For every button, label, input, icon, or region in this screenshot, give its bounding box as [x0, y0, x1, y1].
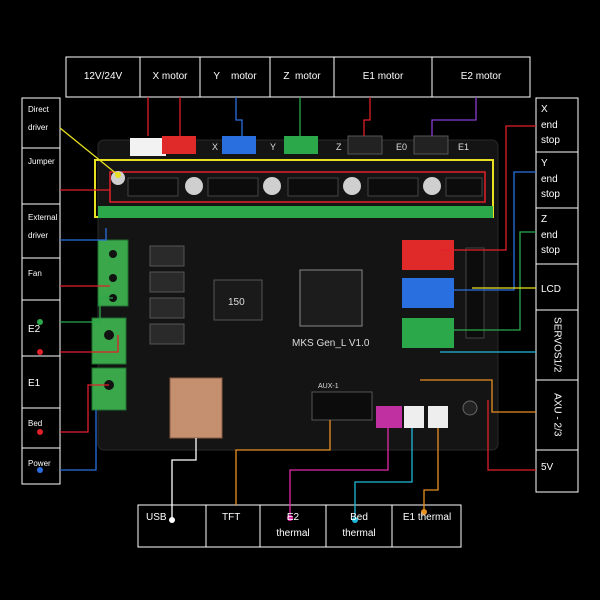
label-fan: Fan	[28, 269, 42, 278]
power-connector	[130, 138, 166, 156]
inductor	[213, 279, 263, 321]
aux1-label: AUX-1	[318, 383, 339, 390]
left-terminals	[91, 239, 129, 411]
label-x-end-stop-line3: stop	[541, 135, 560, 146]
silk-x: X	[212, 142, 218, 152]
label-z-motor: Z motor	[283, 71, 321, 83]
label-x-end-stop-line2: end	[541, 119, 558, 131]
label-z-end-stop-line2: end	[541, 229, 558, 241]
e1-thermal-connector	[428, 406, 448, 428]
jumper-frame	[109, 171, 486, 203]
label-external-driver-line1: External	[28, 213, 58, 222]
label-e2-thermal-line2: thermal	[276, 527, 310, 539]
driver-headers	[127, 177, 483, 197]
board-name: MKS Gen_L V1.0	[292, 338, 370, 349]
label-y-end-stop-line3: stop	[541, 189, 560, 200]
label-direct-driver: Direct driver	[22, 104, 60, 135]
wire-endpoints	[37, 172, 427, 523]
label-e2: E2	[28, 324, 41, 335]
x-motor-connector	[162, 136, 196, 154]
label-e2-thermal: E2 thermal	[262, 510, 324, 541]
label-e2-thermal-line1: E2	[286, 512, 300, 523]
label-bed: Bed	[28, 419, 43, 428]
label-tft: TFT	[222, 512, 241, 523]
label-usb: USB	[146, 512, 167, 523]
silk-e0: E0	[396, 142, 407, 152]
label-z-end-stop-line1: Z	[541, 214, 548, 225]
label-bed-thermal-line1: Bed	[350, 512, 368, 523]
silk-e1: E1	[458, 142, 469, 152]
label-power: Power	[28, 459, 51, 468]
silk-z: Z	[336, 142, 342, 152]
label-external-driver-line2: driver	[28, 231, 49, 241]
label-bed-thermal: Bed thermal	[328, 510, 390, 541]
label-y-end-stop: Y end stop	[536, 156, 578, 203]
lcd-header	[465, 247, 485, 339]
mount-hole	[462, 400, 478, 416]
label-direct-driver-line2: driver	[28, 123, 49, 133]
label-axu: AXU - 2/3	[536, 380, 578, 450]
label-x-motor: X motor	[152, 71, 188, 83]
label-5v: 5V	[541, 462, 554, 473]
capacitors	[111, 171, 441, 195]
label-x-end-stop: X end stop	[536, 102, 578, 149]
wires	[59, 97, 536, 520]
label-servos-text: SERVOS1/2	[551, 317, 563, 373]
aux1-header	[311, 391, 373, 421]
label-direct-driver-line1: Direct	[28, 105, 49, 114]
mosfets	[149, 245, 185, 345]
label-e1: E1	[28, 378, 41, 389]
e2-motor-connector	[413, 135, 449, 155]
bed-thermal-connector	[404, 406, 424, 428]
label-jumper: Jumper	[28, 157, 55, 166]
label-external-driver: External driver	[22, 212, 60, 243]
label-12v-24v: 12V/24V	[83, 71, 123, 83]
e1-motor-connector	[347, 135, 383, 155]
label-lcd: LCD	[541, 284, 562, 295]
label-x-end-stop-line1: X	[541, 104, 548, 115]
label-y-end-stop-line2: end	[541, 173, 558, 185]
label-e2-motor: E2 motor	[460, 71, 502, 83]
label-e1-motor: E1 motor	[362, 71, 404, 83]
label-y-end-stop-line1: Y	[541, 158, 548, 169]
driver-socket-strip	[98, 206, 493, 218]
endstop-connectors	[402, 240, 454, 348]
usb-port	[169, 377, 223, 439]
silk-y: Y	[270, 142, 276, 152]
label-grid	[21, 56, 579, 548]
e2-thermal-connector	[376, 406, 402, 428]
label-bed-thermal-line2: thermal	[342, 527, 376, 539]
inductor-label: 150	[228, 297, 245, 308]
label-axu-text: AXU - 2/3	[551, 393, 563, 437]
label-y-motor: Y motor	[213, 71, 257, 83]
z-motor-connector	[284, 136, 318, 154]
label-e1-thermal: E1 thermal	[402, 512, 452, 523]
label-z-end-stop-line3: stop	[541, 245, 560, 256]
y-motor-connector	[222, 136, 256, 154]
mcu-chip	[299, 269, 363, 327]
label-servos: SERVOS1/2	[536, 310, 578, 380]
label-z-end-stop: Z end stop	[536, 212, 578, 259]
